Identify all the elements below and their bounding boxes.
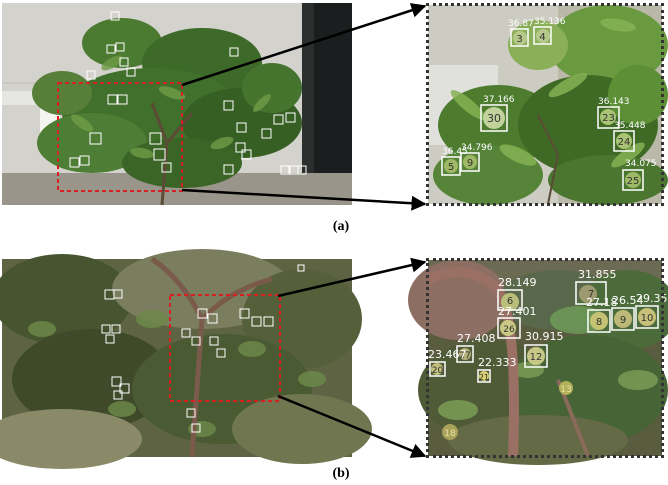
detection-confidence: 37.166 bbox=[483, 95, 515, 105]
detection-confidence: 34.075 bbox=[625, 159, 657, 169]
detection-id: 20 bbox=[432, 366, 444, 376]
detection-box: 27 27.408 bbox=[456, 332, 496, 363]
detection-confidence: 29.35 bbox=[636, 292, 668, 305]
detection-id: 23 bbox=[602, 113, 615, 124]
panel-b-zoom-photo: 6 28.149 7 31.855 26 27.401 8 27.18 9 26… bbox=[408, 260, 668, 465]
detection-box: 10 29.35 bbox=[635, 292, 668, 329]
detection-box: 23 36.143 bbox=[597, 97, 630, 129]
detection-id: 25 bbox=[627, 176, 640, 187]
panel-b-full-photo bbox=[0, 249, 372, 469]
detection-confidence: 36.87 bbox=[508, 19, 534, 29]
detection-id: 6 bbox=[507, 296, 513, 307]
detection-box: 4 35.136 bbox=[533, 17, 566, 45]
detection-confidence: 28.149 bbox=[498, 276, 537, 289]
detection-confidence: 27.18 bbox=[586, 296, 618, 309]
detection-confidence: 27.401 bbox=[498, 305, 537, 318]
detection-box: 21 22.333 bbox=[477, 356, 517, 383]
detection-id: 13 bbox=[560, 385, 571, 395]
detection-box: 6 28.149 bbox=[497, 276, 537, 311]
detection-confidence: 35.136 bbox=[534, 17, 566, 27]
detection-id: 18 bbox=[444, 429, 456, 439]
detection-id: 26 bbox=[503, 325, 515, 335]
detection-id: 21 bbox=[479, 373, 489, 382]
panel-b-caption: (b) bbox=[332, 466, 350, 481]
detection-box: 30 37.166 bbox=[480, 95, 515, 132]
detection-box: 8 27.18 bbox=[586, 296, 618, 333]
detection-id: 10 bbox=[641, 313, 654, 324]
detection-id: 30 bbox=[487, 112, 501, 125]
detection-box: 5 36.45 bbox=[441, 147, 468, 176]
detection-id: 3 bbox=[516, 34, 522, 45]
panel-a-full-photo bbox=[2, 3, 352, 206]
detection-confidence: 35.448 bbox=[614, 121, 646, 131]
detection-confidence: 36.45 bbox=[442, 147, 468, 157]
panel-a-zoom-photo: 3 36.87 4 35.136 30 37.166 23 36.143 24 … bbox=[428, 5, 668, 205]
detection-confidence: 26.54 bbox=[612, 294, 644, 307]
detection-box: 25 34.075 bbox=[622, 159, 657, 191]
detection-confidence: 36.143 bbox=[598, 97, 630, 107]
detection-confidence: 34.796 bbox=[461, 143, 493, 153]
detection-box: 26 27.401 bbox=[497, 305, 537, 339]
detection-marker: 13 bbox=[559, 381, 573, 395]
detection-id: 7 bbox=[588, 289, 594, 300]
detection-marker: 18 bbox=[442, 424, 458, 440]
detection-id: 27 bbox=[459, 351, 470, 361]
detection-box: 12 30.915 bbox=[524, 330, 564, 368]
detection-confidence: 27.408 bbox=[457, 332, 496, 345]
panel-b-zoom-frame: 6 28.149 7 31.855 26 27.401 8 27.18 9 26… bbox=[408, 258, 668, 465]
panel-a-zoom-frame: 3 36.87 4 35.136 30 37.166 23 36.143 24 … bbox=[426, 3, 668, 206]
detection-box: 3 36.87 bbox=[508, 19, 534, 47]
detection-id: 4 bbox=[539, 32, 545, 43]
detection-confidence: 23.467 bbox=[428, 348, 467, 361]
detection-box: 7 31.855 bbox=[575, 268, 617, 305]
detection-box: 9 34.796 bbox=[460, 143, 493, 172]
detection-id: 24 bbox=[618, 137, 631, 148]
detection-id: 12 bbox=[530, 352, 543, 363]
detection-id: 9 bbox=[467, 158, 473, 169]
detection-id: 5 bbox=[448, 162, 454, 173]
detection-confidence: 22.333 bbox=[478, 356, 517, 369]
detection-confidence: 31.855 bbox=[578, 268, 617, 281]
detection-id: 8 bbox=[596, 317, 602, 328]
detection-box: 9 26.54 bbox=[611, 294, 644, 331]
detection-id: 9 bbox=[620, 315, 626, 326]
detection-box: 20 23.467 bbox=[428, 348, 467, 377]
detection-confidence: 30.915 bbox=[525, 330, 564, 343]
panel-a-caption: (a) bbox=[332, 219, 350, 234]
detection-box: 24 35.448 bbox=[613, 121, 646, 152]
